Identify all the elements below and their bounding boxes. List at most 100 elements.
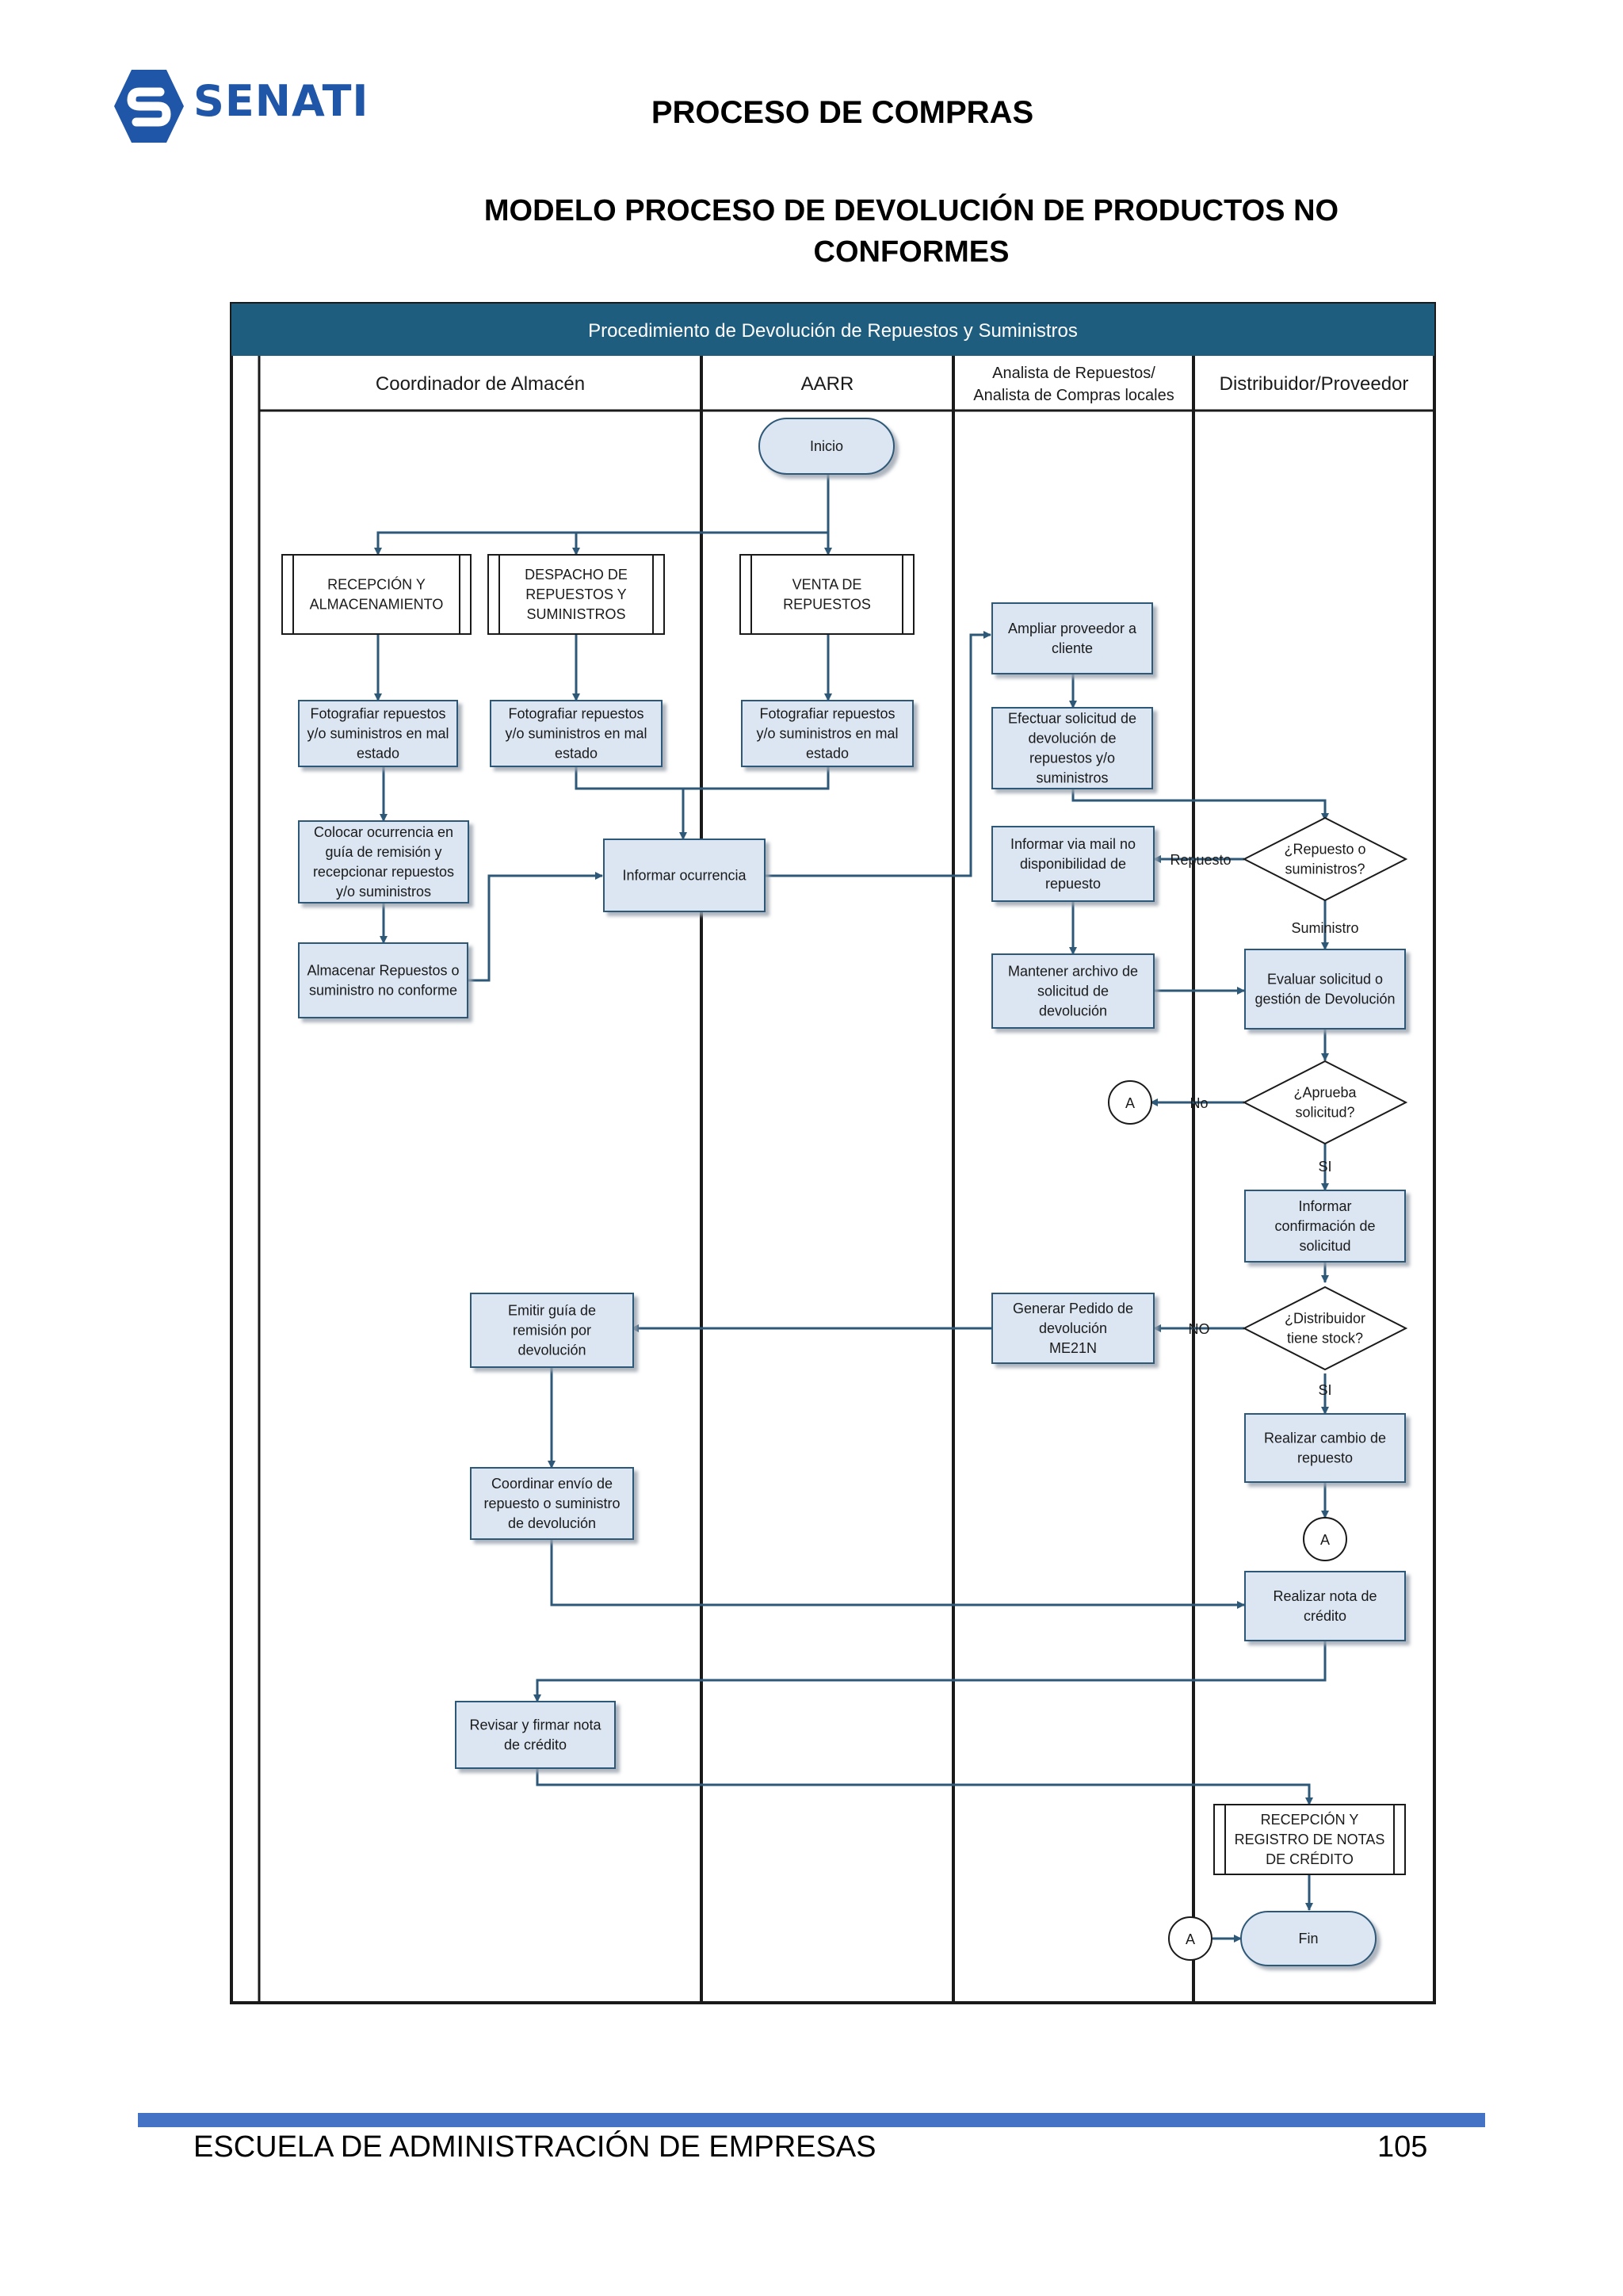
node-text: Informar ocurrencia [622, 868, 747, 884]
node-text: ¿Aprueba [1293, 1085, 1357, 1101]
node-text: Revisar y firmar nota [469, 1717, 601, 1733]
edge-label-repuesto: Repuesto [1170, 852, 1231, 868]
process-coordinar: Coordinar envío de repuesto o suministro d… [470, 1467, 634, 1540]
edge-label-suministro: Suministro [1291, 920, 1358, 936]
node-text: de devolución [508, 1515, 596, 1531]
node-text: estado [555, 746, 598, 762]
connector-conn-a3: A [1168, 1916, 1212, 1961]
footer-bar [138, 2113, 1485, 2127]
process-informar-mail: Informar via mail no disponibilidad de rep… [991, 826, 1155, 902]
node-text: REPUESTOS Y [525, 586, 626, 602]
logo-text: SENATI [193, 76, 369, 126]
node-text: solicitud? [1295, 1105, 1354, 1121]
node-text: y/o suministros en mal [307, 726, 449, 742]
node-text: Generar Pedido de [1013, 1301, 1133, 1316]
node-text: recepcionar repuestos [313, 864, 454, 880]
pool-title: Procedimiento de Devolución de Repuestos… [588, 320, 1078, 342]
node-text: Informar [1298, 1198, 1351, 1214]
lane-analista-line1: Analista de Repuestos/ [992, 365, 1155, 382]
node-text: RECEPCIÓN Y [1261, 1811, 1359, 1828]
terminator-text: Inicio [810, 438, 843, 454]
edge-label-si-1: SI [1318, 1159, 1331, 1175]
node-text: guía de remisión y [325, 844, 441, 860]
node-text: Coordinar envío de [491, 1476, 613, 1492]
connector-conn-a2: A [1303, 1517, 1347, 1561]
lane-analista-line2: Analista de Compras locales [973, 387, 1174, 404]
process-ampliar: Ampliar proveedor a cliente [991, 602, 1153, 674]
node-text: tiene stock? [1287, 1331, 1363, 1347]
node-text: crédito [1304, 1608, 1346, 1624]
node-text: Efectuar solicitud de [1008, 711, 1136, 727]
node-text: RECEPCIÓN Y [327, 576, 426, 593]
process-almacenar: Almacenar Repuestos o suministro no confo… [298, 942, 468, 1018]
node-text: repuesto [1045, 876, 1101, 892]
node-text: Ampliar proveedor a [1008, 621, 1137, 636]
node-text: VENTA DE [792, 577, 862, 593]
node-text: de crédito [504, 1737, 567, 1753]
edge-label-si-2: SI [1318, 1382, 1331, 1398]
node-text: ME21N [1049, 1340, 1097, 1356]
node-text: Mantener archivo de [1008, 964, 1138, 980]
node-text: repuesto [1297, 1450, 1353, 1466]
process-informar-conf: Informar confirmación de solicitud [1244, 1190, 1406, 1263]
node-text: devolución de [1028, 731, 1116, 747]
edge-label-no-upper: NO [1189, 1321, 1210, 1337]
node-text: SUMINISTROS [526, 606, 625, 622]
node-text: DE CRÉDITO [1266, 1851, 1354, 1867]
node-text: Realizar cambio de [1264, 1431, 1386, 1446]
node-text: suministros? [1285, 861, 1365, 877]
terminator-inicio: Inicio [758, 418, 895, 475]
process-revisar: Revisar y firmar nota de crédito [455, 1701, 616, 1769]
node-text: Realizar nota de [1273, 1588, 1377, 1604]
diagram-subtitle: MODELO PROCESO DE DEVOLUCIÓN DE PRODUCTO… [444, 190, 1379, 273]
node-text: repuestos y/o [1029, 751, 1115, 766]
node-text: solicitud de [1037, 984, 1109, 999]
process-colocar: Colocar ocurrencia en guía de remisión y r… [298, 820, 469, 904]
node-text: ¿Distribuidor [1285, 1311, 1365, 1327]
terminator-text: Fin [1298, 1931, 1318, 1946]
node-text: y/o suministros [336, 884, 431, 900]
lane-aarr: AARR [801, 373, 854, 395]
node-text: Fotografiar repuestos [759, 706, 895, 722]
node-text: REPUESTOS [783, 597, 871, 613]
node-text: gestión de Devolución [1254, 991, 1395, 1007]
node-text: Emitir guía de [508, 1303, 596, 1319]
subprocess-sub-registro: RECEPCIÓN Y REGISTRO DE NOTAS DE CRÉDITO [1213, 1804, 1406, 1875]
node-text: suministro no conforme [309, 983, 457, 999]
node-text: confirmación de [1274, 1218, 1375, 1234]
lane-distribuidor: Distribuidor/Proveedor [1220, 373, 1409, 395]
connector-text: A [1320, 1532, 1330, 1548]
node-text: y/o suministros en mal [505, 726, 647, 742]
node-text: Informar via mail no [1010, 836, 1136, 852]
connector-text: A [1125, 1095, 1135, 1111]
edge-labels: Repuesto Suministro No SI NO SI [1170, 852, 1358, 1398]
process-informar-ocurrencia: Informar ocurrencia [603, 839, 766, 912]
footer-page-number: 105 [1377, 2130, 1428, 2164]
node-text: cliente [1052, 640, 1093, 656]
node-text: estado [806, 746, 849, 762]
pool-title-bar [231, 304, 1434, 356]
node-text: Almacenar Repuestos o [307, 963, 459, 979]
senati-logo [114, 70, 184, 143]
subtitle-line-2: CONFORMES [813, 235, 1010, 269]
node-text: Colocar ocurrencia en [314, 824, 453, 840]
node-text: REGISTRO DE NOTAS [1235, 1832, 1385, 1847]
node-text: solicitud [1299, 1238, 1350, 1254]
node-text: devolución [517, 1343, 586, 1358]
connector-text: A [1186, 1931, 1195, 1947]
node-text: devolución [1039, 1320, 1107, 1336]
lane-coordinador: Coordinador de Almacén [376, 373, 585, 395]
node-text: suministros [1036, 770, 1108, 786]
node-text: disponibilidad de [1020, 856, 1126, 872]
node-text: y/o suministros en mal [756, 726, 898, 742]
node-text: repuesto o suministro [483, 1496, 620, 1511]
